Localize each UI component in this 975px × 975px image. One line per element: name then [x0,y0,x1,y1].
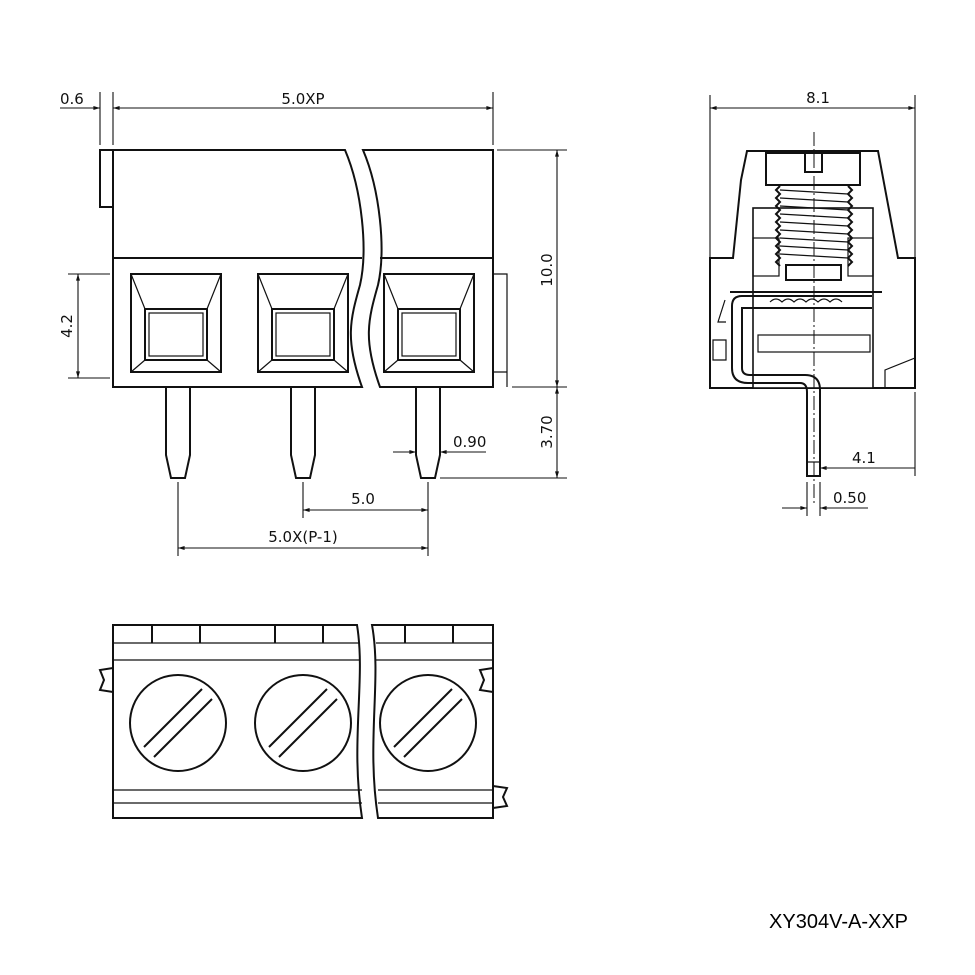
screw-head-top [379,674,477,772]
side-rib [493,273,508,387]
dim-pin-thickness: 0.50 [782,482,868,516]
screw-head-top [129,674,227,772]
dim-label: 4.2 [58,314,76,338]
body-right [361,149,494,388]
contact-strip [731,295,872,368]
front-view: 0.6 5.0XP 4.2 10.0 3.70 0.90 [58,90,567,556]
top-view [98,624,509,819]
pin [415,387,441,479]
dim-offset: 0.6 [60,90,114,145]
dim-pin-length: 3.70 [440,387,567,479]
wire-entry-window [383,273,475,373]
dim-label: 5.0 [351,490,375,508]
dim-label: 0.90 [453,433,486,451]
part-number: XY304V-A-XXP [769,911,908,933]
dim-label: 3.70 [538,415,556,448]
dim-label: 8.1 [806,89,830,107]
body-left [112,149,365,388]
side-tab [99,149,114,208]
latch-notch [98,667,114,693]
dim-label: 4.1 [852,449,876,467]
cavity [752,207,874,389]
wire-entry-window [130,273,222,373]
top-body-right [370,624,494,819]
dim-label: 5.0X(P-1) [268,528,338,546]
screw-head [765,152,861,186]
dim-label: 0.50 [833,489,866,507]
dim-label: 0.6 [60,90,84,108]
dim-depth: 8.1 [709,89,916,262]
wire-entry-window [257,273,349,373]
dim-pitch: 5.0 [302,482,429,556]
dim-total-width: 5.0XP [113,90,494,145]
pin [290,387,316,479]
side-view: 8.1 4.1 0.50 [709,89,916,516]
latch-notch [492,785,509,809]
top-tabs [151,625,454,643]
dim-label: 10.0 [538,253,556,286]
dim-pin-offset: 4.1 [820,392,916,476]
dim-pin-width: 0.90 [393,433,486,454]
latch [712,339,727,361]
foot [884,357,916,389]
clamp-serrations [769,298,843,303]
dim-height: 10.0 [497,149,567,388]
dim-window-height: 4.2 [58,273,110,379]
top-body-left [112,624,364,819]
dim-label: 5.0XP [281,90,324,108]
dim-pin-span: 5.0X(P-1) [177,482,428,556]
screw-head-top [254,674,352,772]
pin [165,387,191,479]
latch-notch [478,667,494,693]
